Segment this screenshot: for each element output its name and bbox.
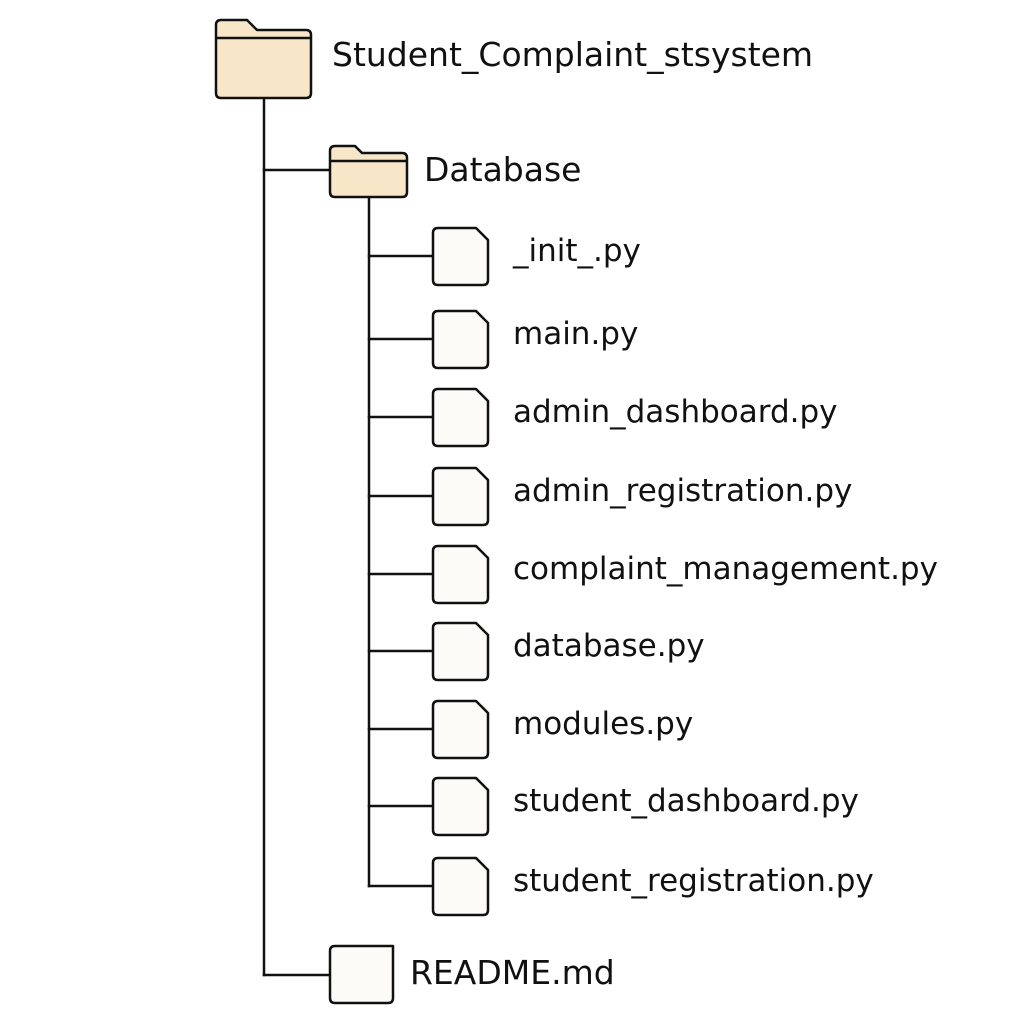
file-icon [431,226,490,287]
file-label: admin_dashboard.py [513,394,838,430]
file-icon [431,309,490,370]
database-folder-icon [328,144,409,199]
file-icon [431,387,490,448]
file-label: complaint_management.py [513,551,938,587]
file-label: admin_registration.py [513,473,853,509]
file-icon [431,699,490,760]
tree-icons [214,18,490,1005]
file-label: modules.py [513,706,694,742]
readme-file-icon [328,944,395,1005]
file-icon [431,856,490,917]
readme-file-label: README.md [410,953,615,992]
tree-connector-lines [262,96,435,977]
database-folder-label: Database [424,150,582,189]
file-icon [431,544,490,605]
file-label: _init_.py [513,233,641,269]
file-label: main.py [513,316,639,352]
file-icon [431,466,490,527]
file-label: database.py [513,628,705,664]
file-label: student_registration.py [513,863,874,899]
file-icon [431,621,490,682]
file-label: student_dashboard.py [513,783,859,819]
root-folder-label: Student_Complaint_stsystem [332,35,814,74]
file-icon [431,776,490,837]
root-folder-icon [214,18,313,100]
